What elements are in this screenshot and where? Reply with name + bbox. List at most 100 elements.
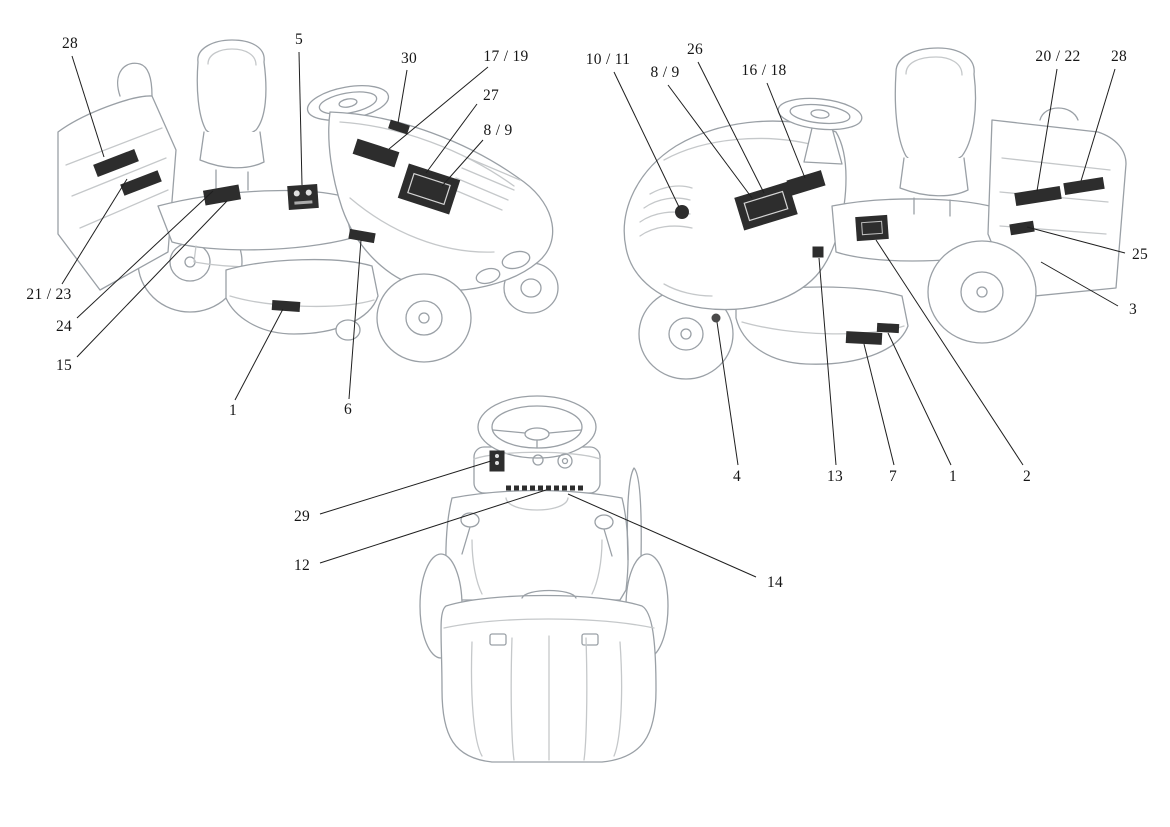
bag-latch-right [581, 633, 599, 646]
left-lever-knob [460, 512, 480, 528]
seat-back [894, 47, 977, 166]
callout-27: 27 [482, 87, 500, 104]
callout-14: 14 [766, 574, 784, 591]
steering-spokes [492, 429, 582, 449]
callout-2: 2 [1022, 468, 1032, 485]
label-patch-7 [845, 331, 883, 345]
leader-3 [1040, 261, 1119, 307]
seat-inner-line [905, 56, 963, 76]
leader-12 [319, 489, 547, 564]
callout-12: 12 [293, 557, 311, 574]
seat-mounts [913, 197, 951, 217]
callout-7: 7 [888, 468, 898, 485]
grass-catcher [987, 119, 1127, 299]
right-lever-knob [594, 514, 614, 530]
front-wheel-hub [668, 317, 704, 351]
seat-back [196, 39, 267, 139]
leader-16-18 [766, 82, 806, 179]
label-patches-rear [489, 450, 584, 491]
callout-13: 13 [826, 468, 844, 485]
steering-wheel [777, 97, 863, 131]
fuel-cap-marker-10-11 [675, 205, 689, 219]
bag-latch-left [489, 633, 507, 646]
headlight-lower [475, 267, 501, 285]
headlight [501, 250, 531, 270]
label-patch-25 [1009, 220, 1035, 236]
grass-catcher-slats [65, 127, 169, 229]
front-wheel-far-hub [520, 278, 542, 298]
label-patches-front-left [93, 119, 461, 312]
callout-1-left: 1 [228, 402, 238, 419]
fastener-4 [711, 313, 721, 323]
label-patch-13 [812, 246, 824, 258]
callout-10-11: 10 / 11 [585, 51, 631, 68]
steering-hub [524, 427, 550, 441]
left-lever-stem [461, 526, 471, 555]
chassis [157, 189, 353, 251]
leader-10-11 [613, 71, 680, 208]
label-patch-28 [93, 149, 139, 177]
callout-29: 29 [293, 508, 311, 525]
leader-14 [567, 493, 757, 578]
label-patch-21-23 [120, 170, 162, 196]
label-patch-30 [388, 119, 410, 135]
callout-1-right: 1 [948, 468, 958, 485]
label-patch-20-22 [1014, 185, 1062, 207]
callout-8-9-right: 8 / 9 [650, 64, 680, 81]
leader-6 [348, 239, 362, 400]
dash-top-edge [473, 451, 601, 460]
hood [623, 120, 847, 311]
front-wheel-hub [405, 300, 443, 336]
hood-crease-top [339, 121, 515, 187]
leader-30 [397, 69, 408, 124]
callout-20-22: 20 / 22 [1035, 48, 1081, 65]
grille [663, 283, 713, 297]
rear-axle [976, 286, 988, 298]
bag-lid-seam [443, 618, 655, 629]
seat-inner-line [207, 48, 257, 66]
leader-4 [716, 321, 739, 466]
leader-8-9-right [667, 84, 753, 199]
leader-26 [697, 61, 765, 194]
leader-29 [319, 460, 492, 515]
tractor-rear-view [419, 395, 669, 763]
steering-wheel [306, 85, 390, 121]
callout-28-right: 28 [1110, 48, 1128, 65]
hood-crease-side [349, 197, 495, 253]
leader-24 [76, 190, 214, 319]
right-lever-stem [603, 528, 613, 557]
leader-28-left [71, 55, 105, 158]
label-patch-16-18 [786, 170, 826, 196]
callout-28-left: 28 [61, 35, 79, 52]
tractor-rear-right-view [623, 47, 1127, 380]
label-patch-5 [287, 183, 319, 211]
ignition-switch [557, 453, 573, 469]
callout-21-23: 21 / 23 [26, 286, 72, 303]
seat-base [899, 157, 969, 197]
label-patch-24-15 [202, 184, 242, 206]
callout-17-19: 17 / 19 [483, 48, 529, 65]
rear-wheel-hub [960, 271, 1004, 313]
leader-28-right [1080, 68, 1116, 182]
seat-mounts [215, 169, 249, 191]
deck-skirt [229, 295, 375, 308]
callout-8-9-left: 8 / 9 [483, 122, 513, 139]
label-patch-6 [348, 228, 376, 244]
callout-16-18: 16 / 18 [741, 62, 787, 79]
leader-2 [875, 239, 1024, 466]
label-patch-2 [855, 214, 889, 242]
label-patch-1-left [271, 300, 301, 312]
tall-lever-bar [626, 467, 642, 561]
label-patch-1-right [876, 322, 900, 334]
leader-25 [1026, 226, 1126, 254]
leader-lines [61, 51, 1126, 578]
callout-24: 24 [55, 318, 73, 335]
callout-30: 30 [400, 50, 418, 67]
steering-column [803, 127, 843, 165]
deck-caster-wheel [335, 319, 361, 341]
label-patch-8-9-right [734, 181, 798, 231]
steering-wheel [477, 395, 597, 459]
throttle-knob [532, 454, 544, 466]
